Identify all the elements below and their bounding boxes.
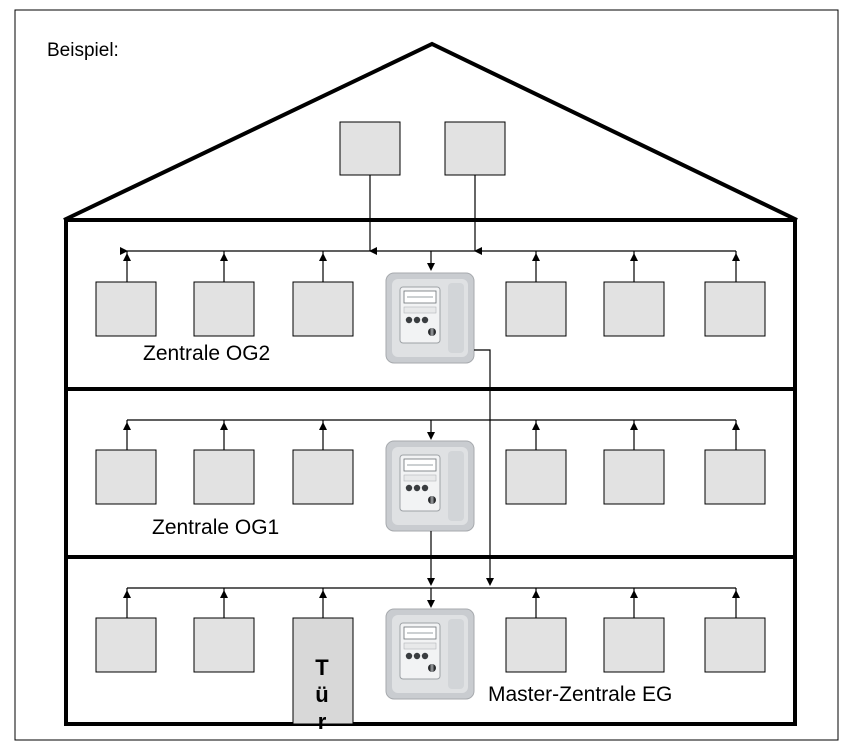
eg-device-6 <box>704 617 766 673</box>
eg-devices <box>95 588 766 725</box>
control-panel-icon <box>385 608 475 700</box>
og2-device-2 <box>193 281 255 337</box>
og1-device-1 <box>95 449 157 505</box>
door-letter-2: ü <box>315 682 329 707</box>
attic-device-1 <box>339 121 401 176</box>
control-panel-icon <box>385 440 475 532</box>
og1-device-4 <box>505 449 567 505</box>
og1-device-3 <box>292 449 354 505</box>
door-label: T ü r <box>292 654 352 735</box>
og2-device-6 <box>704 281 766 337</box>
door-device <box>292 617 354 725</box>
og2-devices <box>95 251 766 364</box>
door-letter-1: T <box>315 655 329 680</box>
door-letter-3: r <box>317 709 327 734</box>
floor-label-eg: Master-Zentrale EG <box>488 683 673 706</box>
eg-device-5 <box>603 617 665 673</box>
outer-frame <box>14 9 839 741</box>
og2-device-5 <box>603 281 665 337</box>
og2-device-3 <box>292 281 354 337</box>
attic-device-2 <box>444 121 506 176</box>
og1-devices <box>95 420 766 532</box>
og2-to-eg-line <box>474 349 491 580</box>
og1-device-6 <box>704 449 766 505</box>
eg-device-1 <box>95 617 157 673</box>
og1-device-2 <box>193 449 255 505</box>
og1-device-5 <box>603 449 665 505</box>
og2-device-1 <box>95 281 157 337</box>
floor-label-og2: Zentrale OG2 <box>143 342 271 365</box>
floor-label-og1: Zentrale OG1 <box>152 516 280 539</box>
control-panel-icon <box>385 272 475 364</box>
og2-device-4 <box>505 281 567 337</box>
eg-device-2 <box>193 617 255 673</box>
eg-device-4 <box>505 617 567 673</box>
roof <box>63 41 798 222</box>
caption: Beispiel: <box>47 40 119 61</box>
building <box>64 218 797 726</box>
